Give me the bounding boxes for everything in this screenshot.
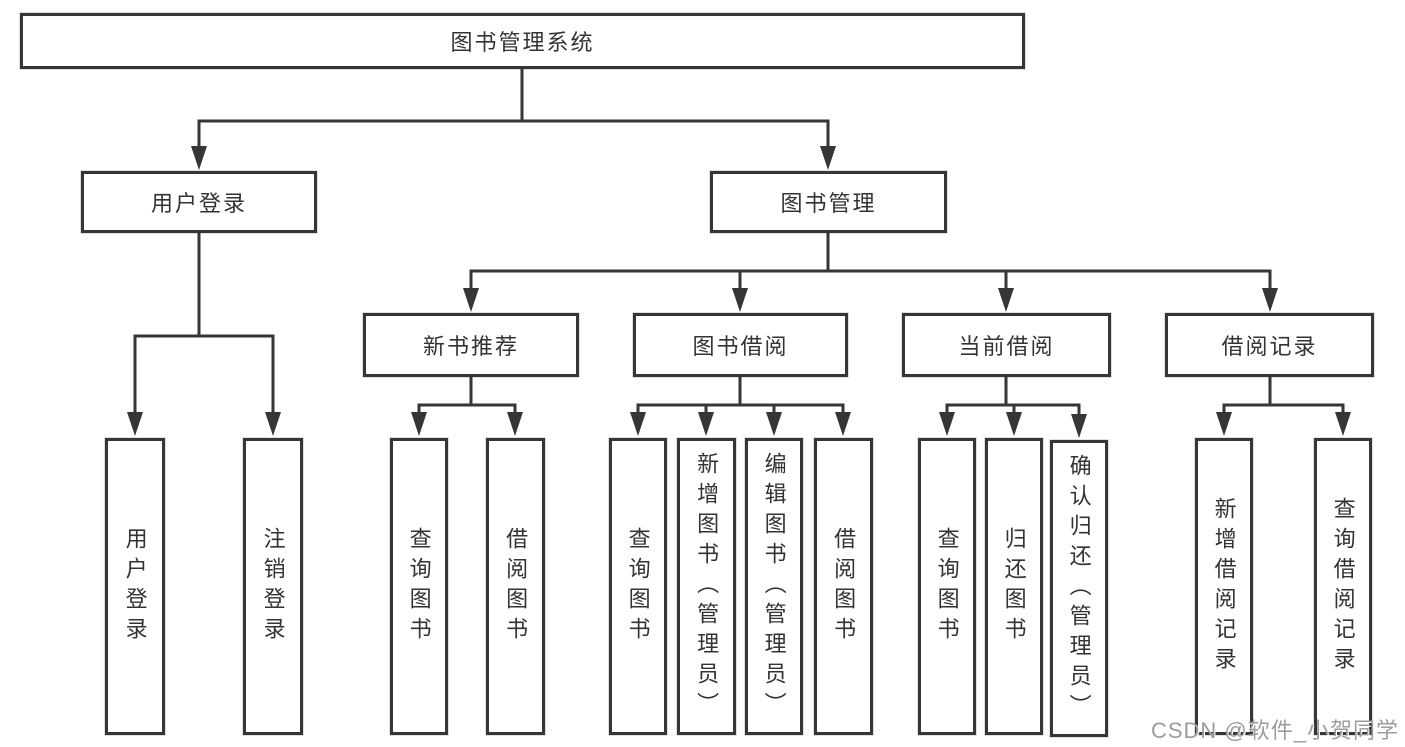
- csdn-watermark: CSDN @软件_小贺同学: [1150, 718, 1399, 743]
- leaf-label: 新增图书（管理员）: [694, 451, 720, 722]
- leaf-label: 查询借阅记录: [1330, 496, 1356, 677]
- leaf-query-books-recommend: 查询图书: [390, 438, 448, 735]
- node-current-borrow: 当前借阅: [902, 313, 1111, 377]
- leaf-user-login: 用户登录: [105, 438, 165, 735]
- node-user-login: 用户登录: [81, 171, 317, 233]
- node-new-book-recommend: 新书推荐: [363, 313, 579, 377]
- leaf-label: 归还图书: [1001, 526, 1027, 647]
- leaf-label: 借阅图书: [831, 526, 857, 647]
- leaf-label: 查询图书: [625, 526, 651, 647]
- leaf-query-books-borrow: 查询图书: [609, 438, 667, 735]
- leaf-label: 查询图书: [406, 526, 432, 647]
- leaf-label: 编辑图书（管理员）: [761, 451, 787, 722]
- leaf-label: 用户登录: [122, 526, 148, 647]
- leaf-confirm-return-admin: 确认归还（管理员）: [1050, 440, 1108, 737]
- leaf-add-borrow-record: 新增借阅记录: [1195, 438, 1253, 735]
- node-book-management: 图书管理: [710, 171, 947, 233]
- leaf-borrow-books-recommend: 借阅图书: [486, 438, 545, 735]
- leaf-query-books-current: 查询图书: [918, 438, 976, 735]
- leaf-label: 确认归还（管理员）: [1066, 453, 1092, 724]
- leaf-return-book: 归还图书: [985, 438, 1043, 735]
- leaf-label: 注销登录: [260, 526, 286, 647]
- leaf-edit-book-admin: 编辑图书（管理员）: [745, 438, 803, 735]
- node-root: 图书管理系统: [20, 13, 1025, 69]
- leaf-label: 借阅图书: [503, 526, 529, 647]
- arrowheads: [127, 146, 1351, 438]
- leaf-borrow-books: 借阅图书: [814, 438, 873, 735]
- leaf-label: 查询图书: [934, 526, 960, 647]
- node-book-borrow: 图书借阅: [633, 313, 848, 377]
- node-borrow-records: 借阅记录: [1165, 313, 1374, 377]
- leaf-add-book-admin: 新增图书（管理员）: [677, 438, 736, 735]
- leaf-logout: 注销登录: [243, 438, 303, 735]
- leaf-query-borrow-record: 查询借阅记录: [1314, 438, 1372, 735]
- leaf-label: 新增借阅记录: [1211, 496, 1237, 677]
- tree-lines: [133, 69, 1345, 417]
